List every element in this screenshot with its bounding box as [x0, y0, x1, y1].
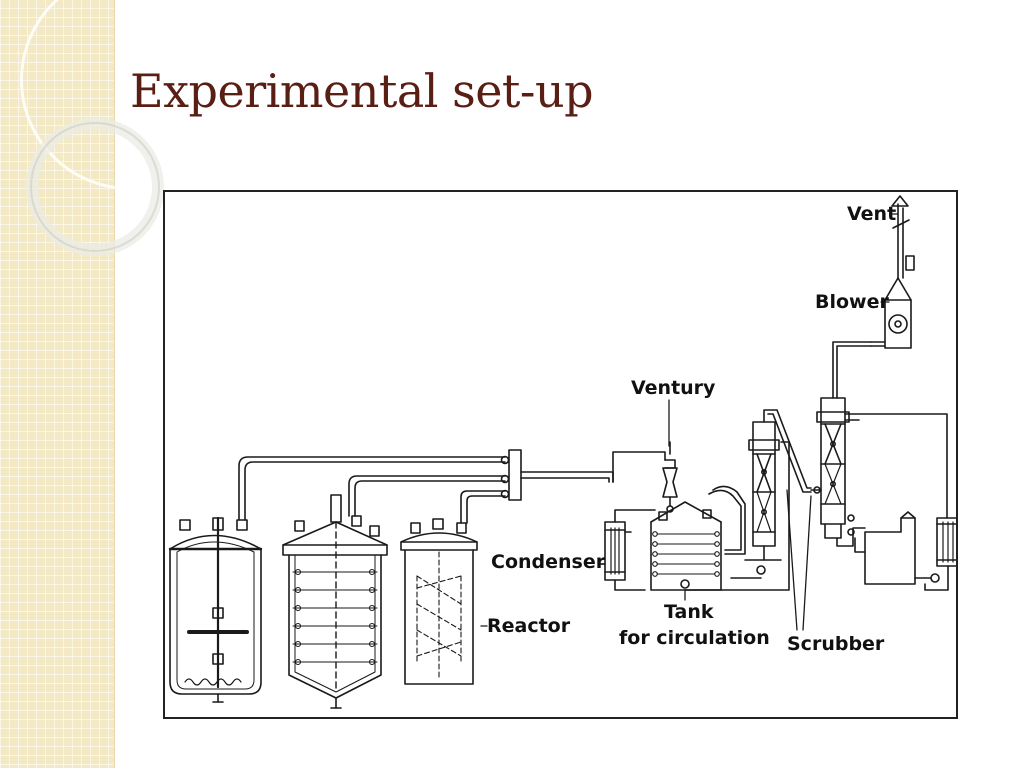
- tank-coil: [652, 531, 720, 577]
- process-diagram-figure: Vent Blower Ventury Condenser Reactor Ta…: [163, 190, 958, 719]
- holding-tank: [847, 511, 940, 585]
- blower-label: Blower: [815, 291, 889, 313]
- reactor-vessel-2: [282, 494, 388, 709]
- reactor-vessel-1: [168, 516, 263, 703]
- condenser-label: Condenser: [491, 551, 606, 573]
- decorative-ring: [30, 122, 160, 252]
- circulation-tank: [650, 485, 746, 591]
- right-condenser: [924, 517, 956, 591]
- helical-agitator: [416, 551, 462, 679]
- reactor-vessel-3: [400, 518, 478, 685]
- ventury-label: Ventury: [631, 377, 716, 399]
- ventury: [612, 441, 678, 513]
- process-diagram: Vent Blower Ventury Condenser Reactor Ta…: [168, 195, 956, 709]
- slide-title: Experimental set-up: [130, 64, 594, 118]
- label-leaders: [480, 213, 899, 631]
- decorative-sidebar: [0, 0, 240, 768]
- tank-circulation-label: for circulation: [619, 627, 770, 649]
- tank-label: Tank: [664, 601, 714, 623]
- vent-label: Vent: [847, 203, 896, 225]
- reactor-label: Reactor: [487, 615, 571, 637]
- scrubber-label: Scrubber: [787, 633, 885, 655]
- blower: [870, 277, 912, 349]
- scrubber-2: [810, 341, 948, 547]
- vent-stack: [891, 195, 915, 279]
- heating-coil: [292, 568, 378, 666]
- condenser: [598, 509, 656, 591]
- gas-piping: [238, 449, 614, 524]
